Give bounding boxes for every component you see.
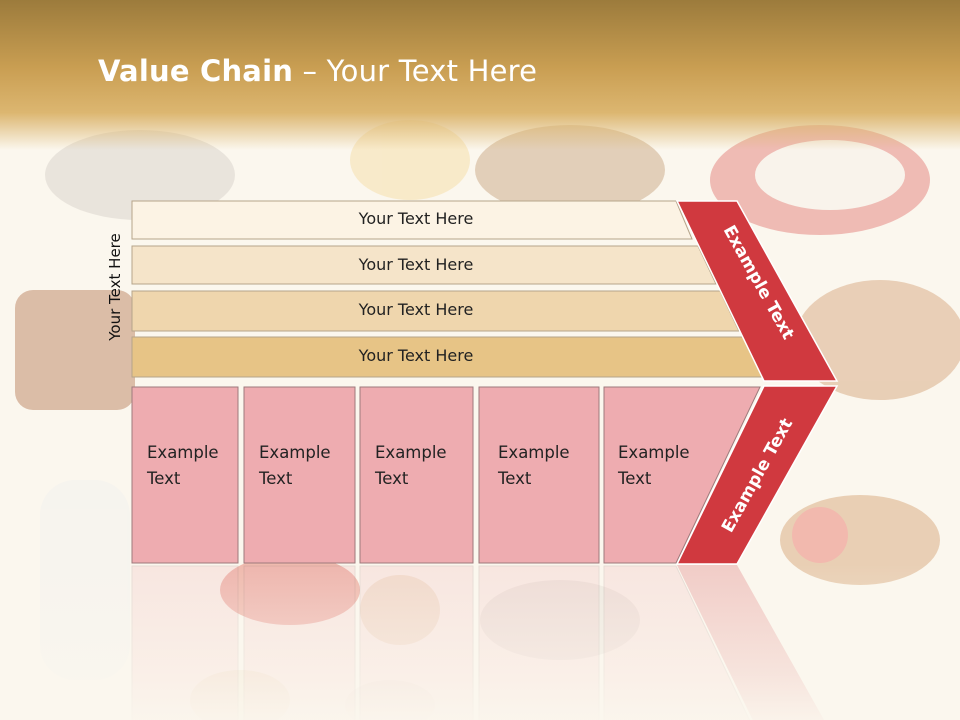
- cell-label-4-line2: Text: [498, 469, 532, 488]
- cell-4: [478, 386, 600, 564]
- cell-label-1-line1: Example: [147, 443, 219, 462]
- cell-label-3-line2: Text: [375, 469, 409, 488]
- cell-label-2-line1: Example: [259, 443, 331, 462]
- page-title: Value Chain – Your Text Here: [98, 54, 537, 88]
- cell-5: [603, 386, 761, 564]
- row-bar-1: [131, 200, 693, 240]
- row-label-4: Your Text Here: [358, 346, 474, 365]
- cell-label-4-line1: Example: [498, 443, 570, 462]
- row-label-2: Your Text Here: [358, 255, 474, 274]
- row-bar-2: [131, 245, 717, 285]
- row-label-3: Your Text Here: [358, 300, 474, 319]
- cell-label-5-line2: Text: [618, 469, 652, 488]
- cell-label-2-line2: Text: [259, 469, 293, 488]
- cell-label-5-line1: Example: [618, 443, 690, 462]
- arrow-upper-segment: [675, 200, 839, 382]
- cell-1: [131, 386, 239, 564]
- header-band: [0, 0, 960, 150]
- cell-3: [359, 386, 474, 564]
- title-rest: – Your Text Here: [293, 54, 538, 88]
- row-label-1: Your Text Here: [358, 209, 474, 228]
- title-bold: Value Chain: [98, 54, 294, 88]
- row-bar-3: [131, 290, 740, 332]
- cell-label-1-line2: Text: [147, 469, 181, 488]
- cell-label-3-line1: Example: [375, 443, 447, 462]
- cell-2: [243, 386, 356, 564]
